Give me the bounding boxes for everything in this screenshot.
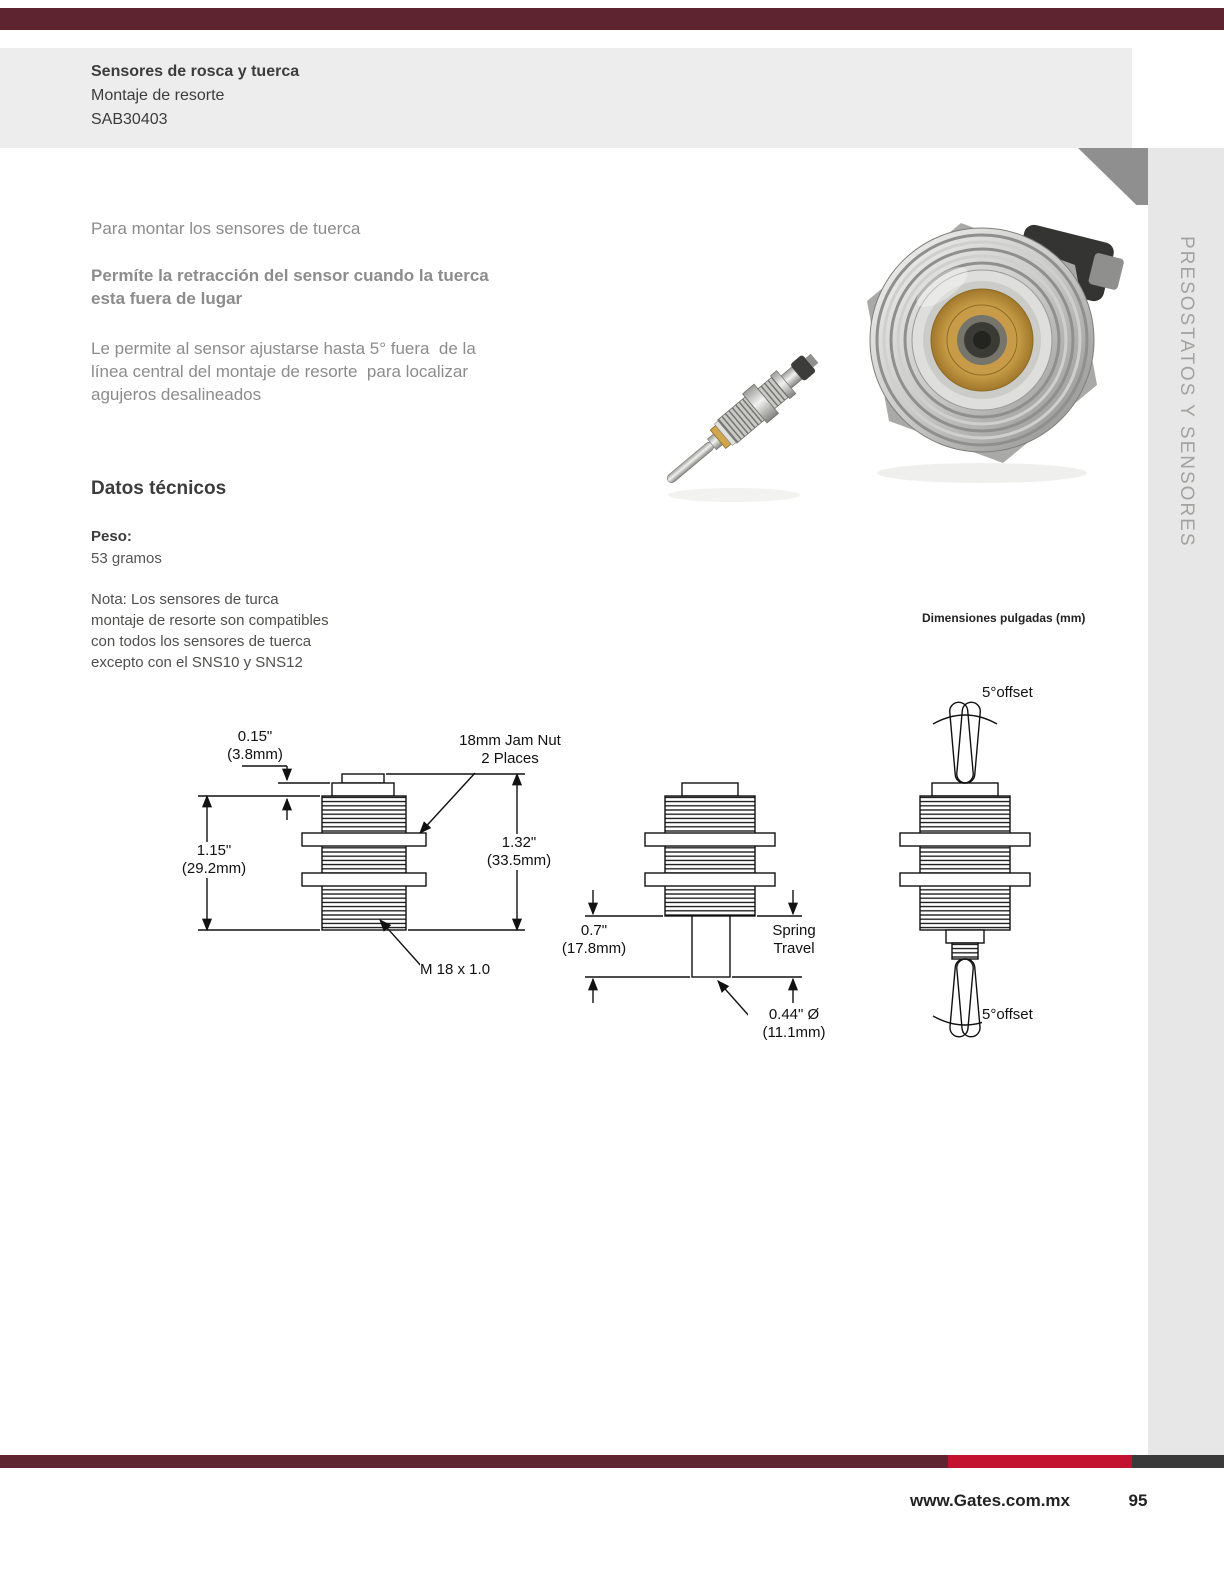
footer-bar-red	[948, 1455, 1132, 1468]
sensor-offset-view	[899, 701, 1031, 1038]
footer-page-number: 95	[1128, 1491, 1148, 1510]
dim-1-15-in: 1.15"	[196, 842, 232, 859]
compatibility-note: Nota: Los sensores de turca montaje de r…	[91, 591, 329, 671]
jam-nut-line2: 2 Places	[481, 750, 539, 767]
product-photos	[666, 223, 1124, 502]
dim-1-32-in: 1.32"	[501, 834, 537, 851]
spring-travel-label: Spring Travel	[760, 922, 828, 958]
spring-travel-line2: Travel	[773, 940, 815, 957]
tech-data-heading: Datos técnicos	[91, 478, 227, 499]
header-text-block: Sensores de rosca y tuerca Montaje de re…	[91, 60, 299, 132]
weight-label: Peso:	[91, 528, 132, 545]
weight-value: 53 gramos	[91, 550, 162, 567]
footer-website: www.Gates.com.mx	[910, 1491, 1070, 1510]
dim-0-7-mm: (17.8mm)	[561, 940, 627, 957]
offset-bottom-label: 5°offset	[982, 1006, 1074, 1024]
dim-0-44-label: 0.44" Ø (11.1mm)	[748, 1006, 840, 1042]
sensor-side-view-photo	[666, 353, 819, 483]
jam-nut-line1: 18mm Jam Nut	[459, 732, 561, 749]
page-subtitle: Montaje de resorte	[91, 87, 225, 104]
header-band: Sensores de rosca y tuerca Montaje de re…	[0, 48, 1132, 148]
offset-top-label: 5°offset	[982, 684, 1074, 702]
spring-travel-line1: Spring	[772, 922, 816, 939]
jam-nut-callout: 18mm Jam Nut 2 Places	[432, 732, 588, 768]
dimensions-units-note: Dimensiones pulgadas (mm)	[922, 611, 1086, 625]
footer-bar-dark	[1132, 1455, 1224, 1468]
technical-drawing-svg	[198, 701, 1031, 1038]
dim-0-7-label: 0.7" (17.8mm)	[555, 922, 633, 958]
sensor-front-view	[198, 765, 525, 969]
sensor-face-view-photo	[867, 223, 1124, 463]
dim-1-15-label: 1.15" (29.2mm)	[180, 842, 248, 878]
dim-0-44-mm: (11.1mm)	[762, 1024, 826, 1041]
dim-0-15-mm: (3.8mm)	[227, 746, 283, 763]
dim-1-32-mm: (33.5mm)	[486, 852, 552, 869]
feature-text: Permíte la retracción del sensor cuando …	[91, 266, 489, 308]
intro-line: Para montar los sensores de tuerca	[91, 219, 361, 238]
footer-bar-maroon	[0, 1455, 948, 1468]
thread-spec-label: M 18 x 1.0	[420, 961, 530, 979]
dim-0-7-in: 0.7"	[580, 922, 608, 939]
dim-0-15-label: 0.15" (3.8mm)	[208, 728, 302, 764]
description-text: Le permite al sensor ajustarse hasta 5° …	[91, 339, 476, 404]
dim-1-15-mm: (29.2mm)	[181, 860, 247, 877]
section-side-rail: PRESOSTATOS Y SENSORES	[1148, 148, 1224, 1455]
part-number: SAB30403	[91, 111, 168, 128]
dim-0-44-in: 0.44" Ø	[768, 1006, 820, 1023]
top-accent-bar	[0, 8, 1224, 30]
technical-drawing: 0.15" (3.8mm) 18mm Jam Nut 2 Places 1.15…	[180, 670, 1080, 1080]
page-title: Sensores de rosca y tuerca	[91, 63, 300, 80]
dim-0-15-in: 0.15"	[237, 728, 273, 745]
dim-1-32-label: 1.32" (33.5mm)	[479, 834, 559, 870]
section-vertical-label: PRESOSTATOS Y SENSORES	[1176, 236, 1197, 548]
sensor-travel-view	[585, 782, 802, 1018]
